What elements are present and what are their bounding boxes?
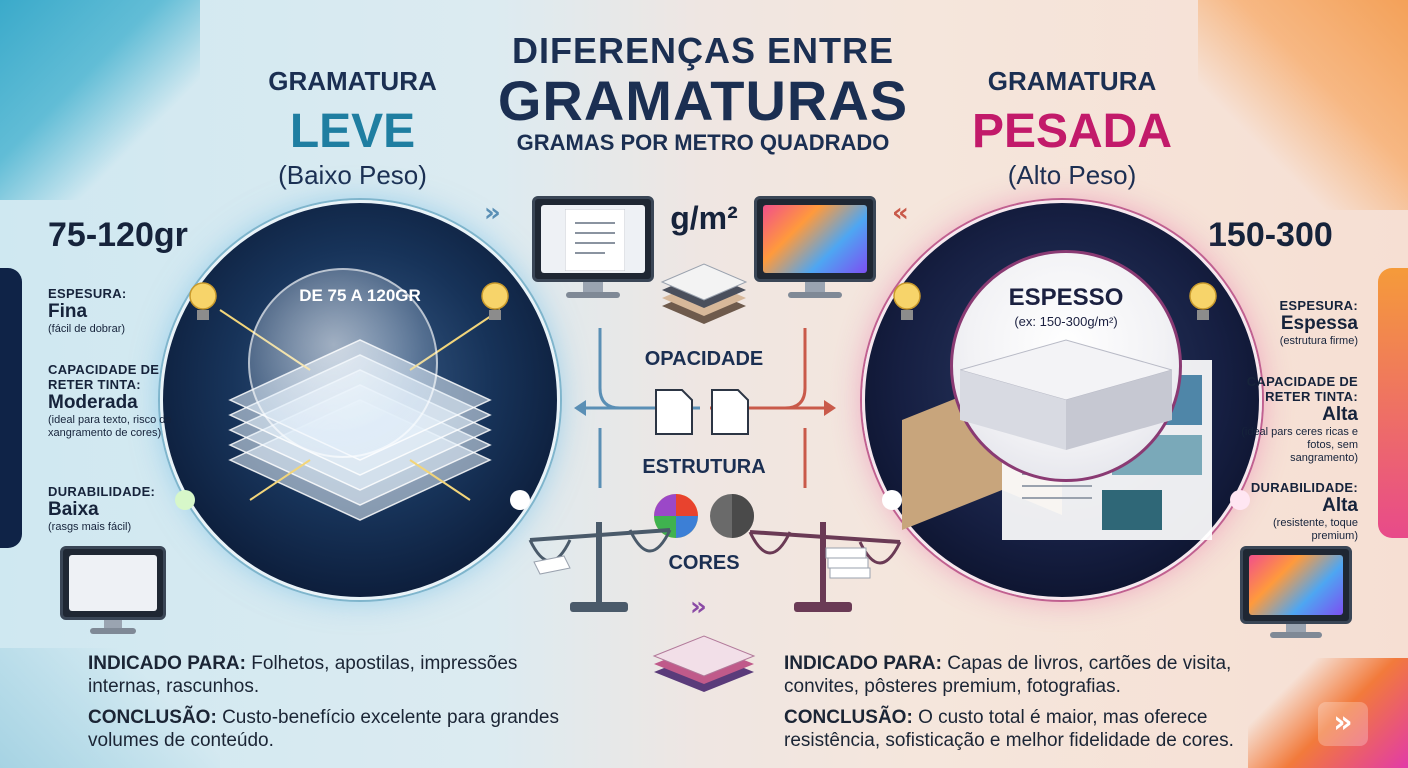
decorative-corner-bottom-left (0, 648, 220, 768)
decorative-corner-bottom-right (1248, 658, 1408, 768)
decorative-corner-top-right (1198, 0, 1408, 210)
left-conclusao-text: CONCLUSÃO: Custo-benefício excelente par… (88, 706, 598, 752)
attribute-value: Moderada (48, 392, 138, 413)
decorative-corner-top-left (0, 0, 200, 200)
indicado-value: Folhetos, apostilas, impressões internas… (88, 653, 518, 697)
monitor-base (1270, 632, 1322, 638)
right-label: GRAMATURA (987, 66, 1157, 96)
colored-paper-stack-icon (652, 635, 756, 692)
title-line-1: DIFERENÇAS ENTRE (511, 30, 895, 71)
right-attribute-espessura: ESPESURA: Espessa (estrutura firme) (1238, 298, 1358, 348)
attribute-label: ESPESURA: (1279, 298, 1358, 313)
chevron-left-icon: « (892, 198, 909, 228)
right-name: PESADA (971, 105, 1173, 158)
conclusao-label: CONCLUSÃO: (88, 707, 217, 728)
attribute-note: (rasgs mais fácil) (48, 521, 132, 533)
paper-layers-icon (660, 263, 748, 324)
right-attribute-tinta: CAPACIDADE DE RETER TINTA: Alta (ideal p… (1238, 374, 1358, 465)
monitor-text-document-icon (60, 546, 166, 620)
attribute-note: (estrutura firme) (1279, 335, 1358, 347)
paper-stack-closeup-icon (960, 339, 1172, 450)
monitor-base (90, 628, 136, 634)
document-icon (655, 389, 693, 435)
monitor-colorful-image-icon (754, 196, 876, 282)
center-item-opacidade: OPACIDADE (644, 348, 764, 370)
document-icon (565, 209, 625, 271)
monitor-stand (104, 620, 122, 628)
indicado-label: INDICADO PARA: (88, 653, 246, 674)
indicado-label: INDICADO PARA: (784, 653, 942, 674)
conclusao-value: O custo total é maior, mas oferece resis… (784, 707, 1234, 751)
attribute-label: DURABILIDADE: (48, 484, 156, 499)
magnifier-lens (248, 268, 438, 458)
light-bulb-icon (893, 282, 921, 320)
attribute-note: (resistente, toque premium) (1273, 517, 1358, 542)
attribute-value: Fina (48, 301, 88, 322)
light-bulb-icon (189, 282, 217, 320)
next-arrow-icon[interactable]: » (1318, 702, 1368, 746)
light-bulb-icon (1189, 282, 1217, 320)
monitor-stand (805, 282, 825, 292)
conclusao-label: CONCLUSÃO: (784, 707, 913, 728)
chevron-right-icon: » (690, 592, 707, 622)
document-icon (711, 389, 749, 435)
attribute-value: Alta (1322, 404, 1358, 425)
left-side-bar (0, 268, 22, 548)
monitor-text-document-icon (532, 196, 654, 282)
monitor-stand (1286, 624, 1306, 632)
grayscale-wheel-icon (710, 494, 754, 538)
balance-scale-heavy-icon (748, 522, 902, 612)
attribute-label: CAPACIDADE DE RETER TINTA: (48, 362, 160, 392)
right-circle-subtitle: (ex: 150-300g/m²) (1014, 314, 1118, 329)
attribute-value: Alta (1322, 495, 1358, 516)
attribute-label: CAPACIDADE DE RETER TINTA: (1246, 374, 1358, 404)
right-attribute-durabilidade: DURABILIDADE: Alta (resistente, toque pr… (1238, 480, 1358, 543)
attribute-value: Espessa (1280, 313, 1358, 334)
monitor-base (566, 292, 620, 298)
title-line-2: GRAMATURAS (497, 69, 909, 132)
right-circle-title: ESPESSO (1008, 284, 1124, 311)
attribute-note: (ideal pars ceres ricas e fotos, sem san… (1241, 426, 1358, 464)
attribute-label: ESPESURA: (48, 286, 127, 301)
conclusao-value: Custo-benefício excelente para grandes v… (88, 707, 559, 751)
center-item-cores: CORES (668, 552, 740, 574)
center-item-estrutura: ESTRUTURA (642, 456, 766, 478)
left-attribute-espessura: ESPESURA: Fina (fácil de dobrar) (48, 286, 173, 336)
light-bulb-icon (481, 282, 509, 320)
left-indicado-text: INDICADO PARA: Folhetos, apostilas, impr… (88, 652, 588, 698)
attribute-note: (fácil de dobrar) (48, 323, 126, 335)
attribute-value: Baixa (48, 499, 99, 520)
unit-label: g/m² (670, 200, 738, 236)
attribute-note: (ideal para texto, risco de xangramento … (48, 414, 172, 439)
title-line-3: GRAMAS POR METRO QUADRADO (516, 130, 890, 155)
left-circle-text: DE 75 A 120GR (299, 286, 421, 305)
left-attribute-tinta: CAPACIDADE DE RETER TINTA: Moderada (ide… (48, 362, 173, 440)
attribute-label: DURABILIDADE: (1250, 480, 1358, 495)
right-side-bar (1378, 268, 1408, 538)
right-range: 150-300 (1208, 216, 1333, 254)
monitor-colorful-image-icon (1240, 546, 1352, 624)
left-attribute-durabilidade: DURABILIDADE: Baixa (rasgs mais fácil) (48, 484, 173, 534)
indicado-value: Capas de livros, cartões de visita, conv… (784, 653, 1232, 697)
left-label: GRAMATURA (268, 66, 437, 96)
left-name: LEVE (289, 105, 416, 158)
monitor-base (788, 292, 842, 298)
left-subtitle: (Baixo Peso) (278, 160, 427, 190)
right-indicado-text: INDICADO PARA: Capas de livros, cartões … (784, 652, 1254, 698)
chevron-right-icon: » (484, 198, 501, 228)
left-range: 75-120gr (48, 216, 188, 254)
color-wheel-icon (654, 494, 698, 538)
right-conclusao-text: CONCLUSÃO: O custo total é maior, mas of… (784, 706, 1304, 752)
monitor-stand (583, 282, 603, 292)
balance-scale-light-icon (528, 522, 672, 612)
right-subtitle: (Alto Peso) (1007, 160, 1137, 190)
